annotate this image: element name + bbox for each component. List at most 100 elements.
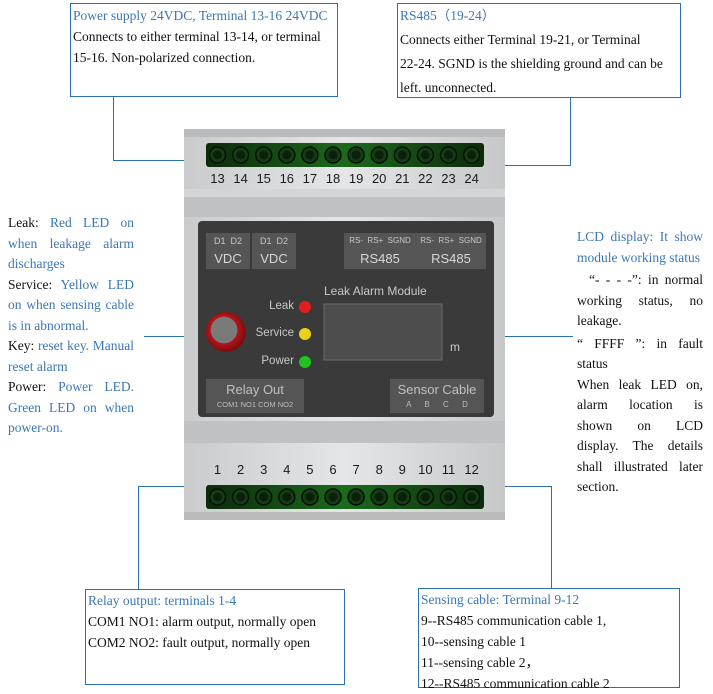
power-note-key: Power: [8,379,47,394]
normal-code: “- - - -” [589,272,638,287]
sensing-cable-line-2: 10--sensing cable 1 [421,634,526,649]
power-supply-title: Power supply 24VDC, Terminal 13-16 24VDC [73,8,328,23]
top-terminal-numbers: 13 14 15 16 17 18 19 20 21 22 23 24 [206,171,484,189]
power-note: Power: Power LED. Green LED on when powe… [8,377,134,439]
sensor-sub: A B C D [406,400,468,409]
terminal-number: 23 [441,171,456,186]
terminal-number: 19 [348,171,364,186]
rs485-title: RS485（19-24） [400,8,496,23]
relay-output-line-1: COM1 NO1: alarm output, normally open [88,614,316,629]
terminal-number: 22 [418,171,433,186]
terminal-screw-hole [282,150,292,160]
relay-callout-leader-v [138,486,139,590]
terminal-screw-hole [467,492,477,502]
rs485-callout-leader-v [570,131,571,166]
sensing-callout-leader-v [551,486,552,588]
relay-callout-leader-h [138,486,198,487]
terminal-number: 8 [375,462,383,477]
terminal-screw-hole [351,492,361,502]
power-supply-line-1: Connects to either terminal 13-14, or te… [73,29,321,44]
terminal-number: 17 [302,171,318,186]
terminal-screw-hole [397,150,407,160]
rs485-callout-leader-h2 [500,165,571,166]
right-notes: LCD display: It show module working stat… [577,227,703,498]
terminal-screw-hole [259,150,269,160]
terminal-number: 3 [260,462,268,477]
sensing-cable-line-3: 11--sensing cable 2， [421,655,539,670]
leak-alarm-module-device: 13 14 15 16 17 18 19 20 21 22 23 24 1 2 … [184,129,505,520]
rs485-callout-leader-h1 [570,98,571,132]
terminal-number: 4 [283,462,291,477]
terminal-number: 13 [210,171,225,186]
terminal-screw-hole [467,150,477,160]
terminal-number: 7 [352,462,360,477]
terminal-screw-hole [236,492,246,502]
terminal-screw-hole [374,150,384,160]
terminal-screw-hole [259,492,269,502]
rs485-line-1: Connects either Terminal 19-21, or Termi… [400,32,641,47]
sensing-cable-callout: Sensing cable: Terminal 9-12 9--RS485 co… [418,588,680,691]
key-note-text: reset key. Manual reset alarm [8,338,135,374]
lcd-display [323,303,443,361]
rs485-callout: RS485（19-24） Connects either Terminal 19… [397,3,681,98]
vdc-plate-2 [252,233,296,269]
fault-status-note: “ FFFF ”: in fault status [577,334,703,375]
terminal-number: 9 [398,462,406,477]
bottom-terminal-strip [206,485,484,509]
leak-note-text: Red LED on when leakage alarm discharges [8,215,134,271]
led-power-label: Power [261,355,294,367]
relay-title: Relay Out [226,382,284,397]
relay-output-line-2: COM2 NO2: fault output, normally open [88,635,310,650]
relay-plate [206,379,304,413]
sensor-plate [390,379,484,413]
terminal-screw-hole [444,492,453,502]
terminal-screw-hole [305,150,315,160]
terminal-screw-hole [374,492,384,502]
terminal-number: 20 [371,171,387,186]
terminal-number: 12 [464,462,479,477]
terminal-number: 6 [329,462,337,477]
normal-status-note: “- - - -”: in normal working status, no … [577,270,703,332]
rs485-sub-1: RS- RS+ SGND [349,236,411,245]
sensing-cable-title: Sensing cable: Terminal 9-12 [421,592,580,607]
terminal-screw-hole [444,150,453,160]
terminal-number: 5 [306,462,314,477]
led-service-label: Service [255,327,294,339]
sensing-cable-line-4: 12--RS485 communication cable 2 [421,676,610,691]
service-note: Service: Yellow LED on when sensing cabl… [8,275,134,337]
terminal-number: 2 [236,462,245,477]
leak-note-key: Leak: [8,215,39,230]
fault-code: “ FFFF ” [577,335,642,351]
terminal-screw-hole [420,492,430,502]
lcd-title: LCD display: It show module working stat… [577,229,703,265]
sensing-callout-leader-h [493,486,552,487]
led-power [299,356,311,368]
vdc-sub-2: D1 D2 [259,236,288,246]
rs485-line-2: 22-24. SGND is the shielding ground and … [400,56,663,71]
device-illustration [184,129,505,520]
terminal-number: 1 [213,462,222,477]
terminal-screw-hole [213,492,222,502]
led-leak [299,301,311,313]
rs485-plate-1 [344,233,416,269]
vdc-sub-1: D1 D2 [213,236,242,246]
service-note-text: Yellow LED on when sensing cable is in a… [8,276,134,333]
terminal-screw-hole [420,150,430,160]
led-service [299,328,311,340]
power-supply-line-2: 15-16. Non-polarized connection. [73,50,256,65]
reset-key[interactable] [206,312,246,352]
power-note-text: Power LED. Green LED on when power-on. [8,379,134,435]
vdc-label-2: VDC [260,251,288,266]
terminal-number: 10 [418,462,433,477]
terminal-screw-hole [328,492,338,502]
terminal-number: 15 [256,171,271,186]
terminal-screw-hole [305,492,315,502]
key-note-key: Key: [8,338,35,353]
terminal-screw-hole [282,492,292,502]
led-leak-label: Leak [269,300,294,312]
bottom-terminal-numbers: 1 2 3 4 5 6 7 8 9 10 11 12 [206,462,484,480]
normal-text: : in normal working status, no leakage. [577,272,703,328]
lcd-leader [480,336,573,337]
terminal-number: 11 [441,462,456,477]
power-supply-callout: Power supply 24VDC, Terminal 13-16 24VDC… [70,3,338,97]
